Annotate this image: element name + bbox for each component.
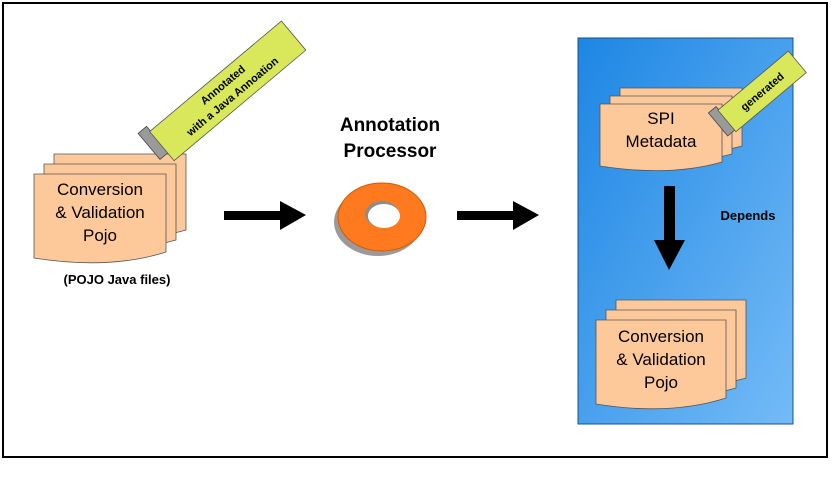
- depends-label: Depends: [721, 208, 776, 223]
- target-doc-line-1: Conversion: [618, 327, 704, 346]
- processor-title-line-2: Processor: [344, 141, 438, 162]
- target-doc-line-3: Pojo: [644, 373, 678, 392]
- source-doc-line-2: & Validation: [55, 203, 144, 222]
- source-doc-line-3: Pojo: [83, 226, 117, 245]
- spi-doc-line-2: Metadata: [626, 132, 697, 151]
- spi-doc-line-1: SPI: [647, 109, 674, 128]
- source-doc-line-1: Conversion: [57, 180, 143, 199]
- arrow-to-output: [457, 201, 539, 230]
- annotated-tag: Annotated with a Java Annoation: [137, 20, 307, 162]
- depends-arrow: [654, 186, 685, 270]
- processor-title-line-1: Annotation: [340, 115, 440, 136]
- source-doc-caption: (POJO Java files): [64, 272, 171, 287]
- processor-ring-icon: [334, 182, 427, 256]
- source-doc-stack: [33, 153, 187, 264]
- target-doc-stack: [595, 299, 747, 410]
- spi-doc-stack: [599, 87, 743, 172]
- arrow-to-processor: [224, 201, 306, 230]
- target-doc-line-2: & Validation: [616, 350, 705, 369]
